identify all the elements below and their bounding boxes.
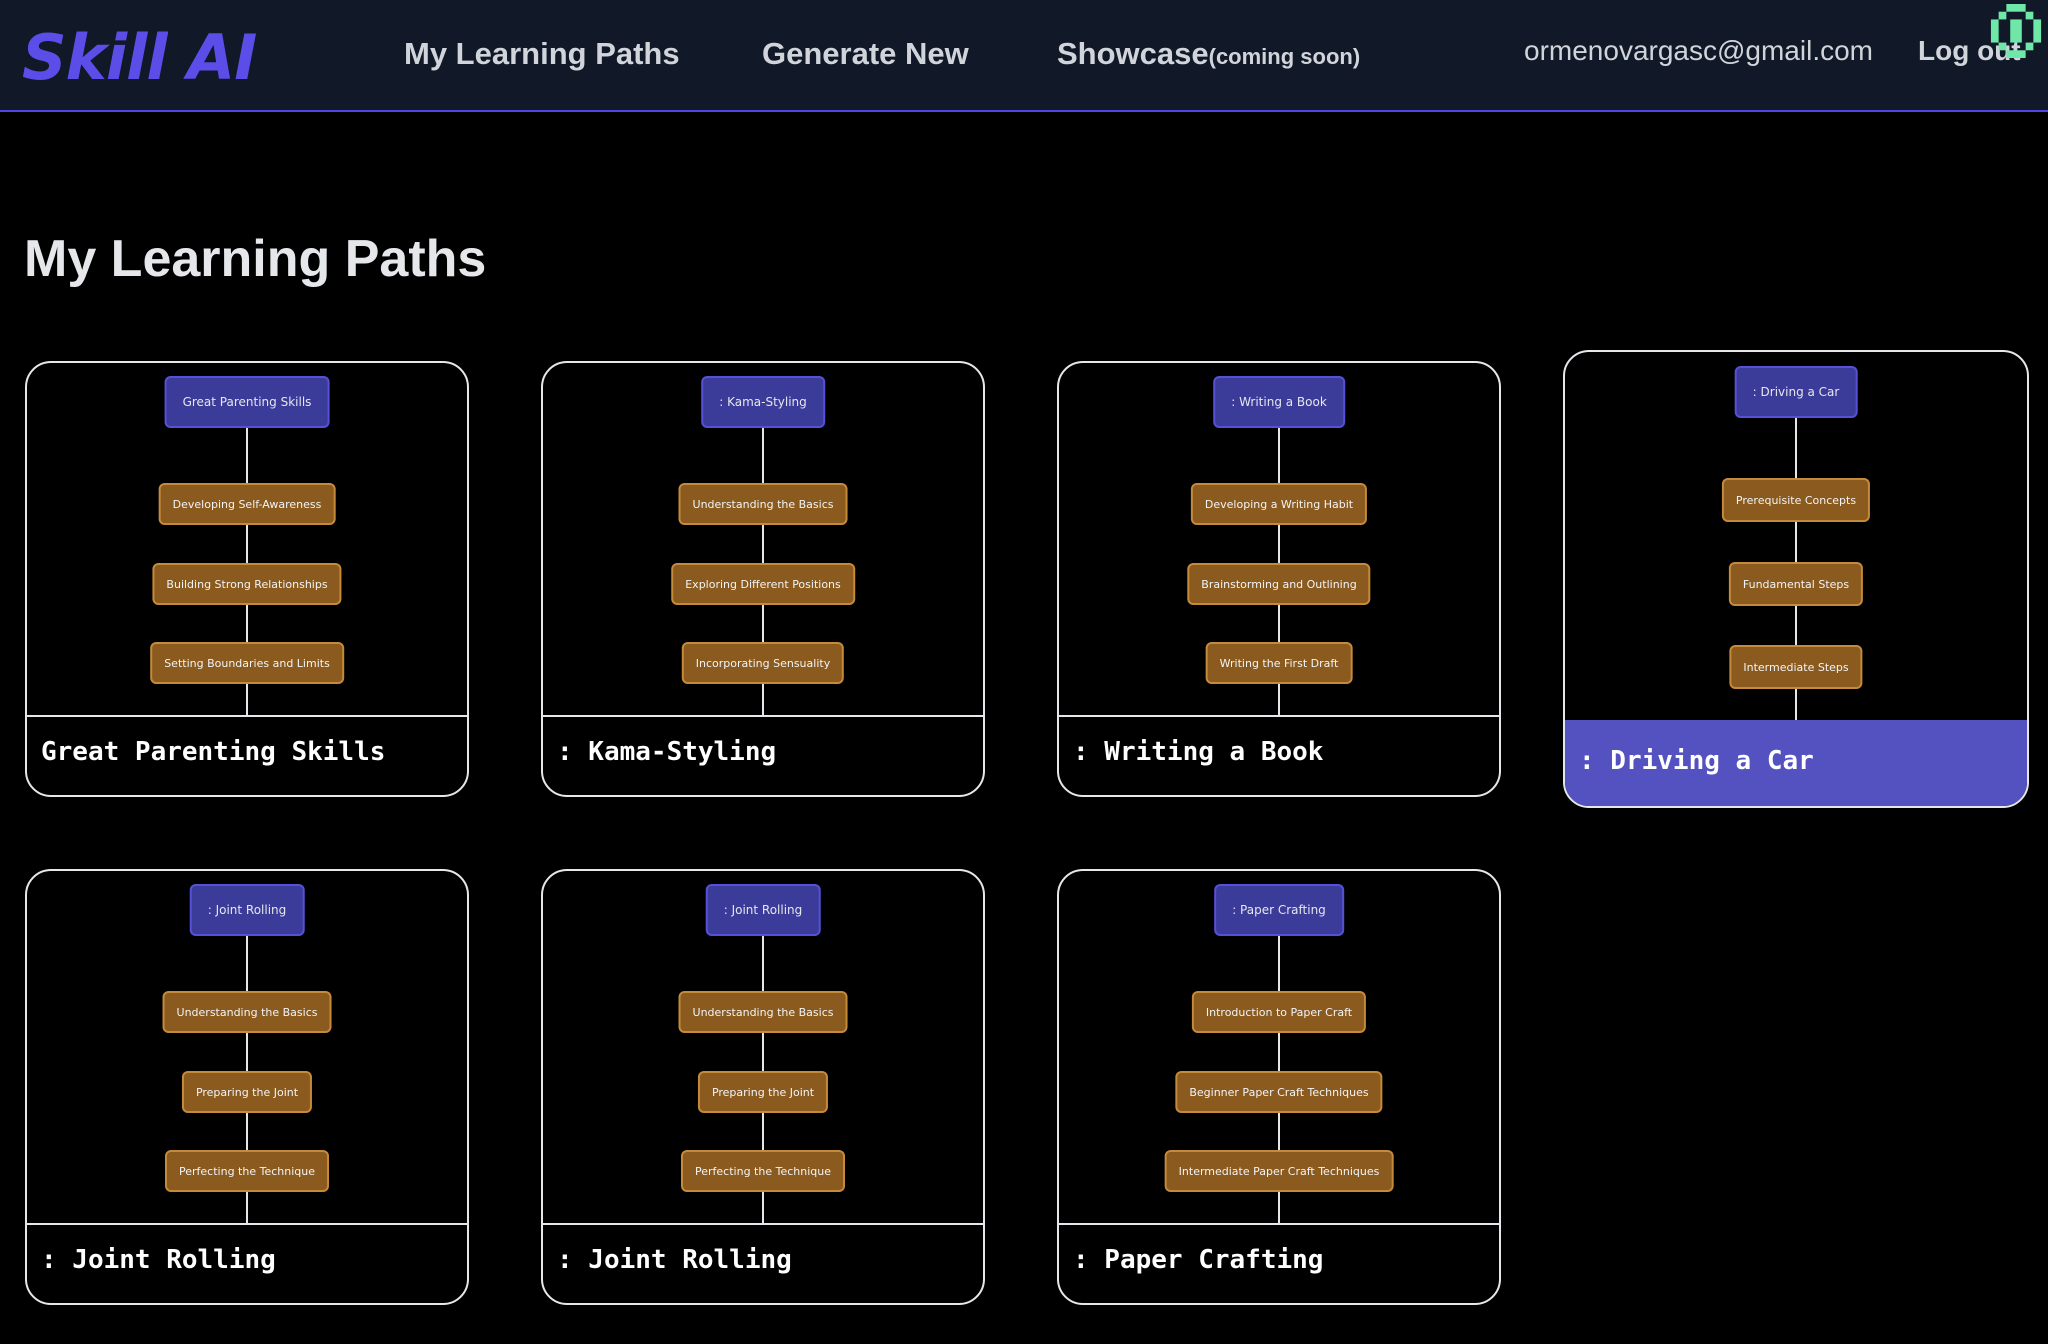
- diagram-step-node: Preparing the Joint: [697, 1071, 829, 1113]
- diagram-root-node: Great Parenting Skills: [164, 376, 330, 428]
- path-diagram: : Kama-Styling Understanding the Basics …: [543, 363, 983, 715]
- card-title: : Joint Rolling: [557, 1245, 792, 1275]
- diagram-step-node: Building Strong Relationships: [152, 563, 342, 605]
- nav-link-generate-new[interactable]: Generate New: [762, 36, 969, 71]
- card-footer: : Kama-Styling: [543, 715, 983, 795]
- logout-button[interactable]: Log out: [1918, 35, 2021, 66]
- nav-link-showcase-suffix: (coming soon): [1208, 44, 1361, 69]
- top-nav-bar: Skill AI My Learning Paths Generate New …: [0, 0, 2048, 112]
- diagram-step-node: Perfecting the Technique: [165, 1150, 329, 1192]
- diagram-step-node: Prerequisite Concepts: [1721, 478, 1871, 522]
- diagram-step-node: Intermediate Steps: [1729, 645, 1863, 689]
- card-footer: Great Parenting Skills: [27, 715, 467, 795]
- diagram-step-node: Understanding the Basics: [678, 483, 848, 525]
- path-diagram: : Writing a Book Developing a Writing Ha…: [1059, 363, 1499, 715]
- card-title: : Joint Rolling: [41, 1245, 276, 1275]
- user-email: ormenovargasc@gmail.com: [1524, 35, 1873, 66]
- learning-path-card[interactable]: : Joint Rolling Understanding the Basics…: [541, 869, 985, 1305]
- learning-path-card[interactable]: : Kama-Styling Understanding the Basics …: [541, 361, 985, 797]
- diagram-root-node: : Joint Rolling: [189, 884, 305, 936]
- app-logo[interactable]: Skill AI: [22, 21, 257, 94]
- diagram-root-node: : Writing a Book: [1213, 376, 1345, 428]
- diagram-step-node: Preparing the Joint: [181, 1071, 313, 1113]
- nav-link-showcase-label: Showcase: [1057, 36, 1209, 71]
- diagram-step-node: Exploring Different Positions: [671, 563, 855, 605]
- card-footer: : Joint Rolling: [543, 1223, 983, 1303]
- path-diagram: : Driving a Car Prerequisite Concepts Fu…: [1565, 352, 2027, 722]
- diagram-step-node: Intermediate Paper Craft Techniques: [1164, 1150, 1394, 1192]
- diagram-step-node: Beginner Paper Craft Techniques: [1175, 1071, 1383, 1113]
- card-footer-highlighted: : Driving a Car: [1565, 720, 2027, 806]
- card-title: : Paper Crafting: [1073, 1245, 1324, 1275]
- learning-path-card-active[interactable]: : Driving a Car Prerequisite Concepts Fu…: [1563, 350, 2029, 808]
- path-diagram: : Joint Rolling Understanding the Basics…: [27, 871, 467, 1223]
- diagram-step-node: Understanding the Basics: [678, 991, 848, 1033]
- card-title: : Driving a Car: [1579, 746, 1814, 776]
- learning-path-card[interactable]: Great Parenting Skills Developing Self-A…: [25, 361, 469, 797]
- card-footer: : Joint Rolling: [27, 1223, 467, 1303]
- diagram-root-node: : Driving a Car: [1734, 366, 1858, 418]
- card-footer: : Writing a Book: [1059, 715, 1499, 795]
- pixel-blob-icon[interactable]: [1990, 4, 2042, 58]
- path-diagram: Great Parenting Skills Developing Self-A…: [27, 363, 467, 715]
- diagram-step-node: Setting Boundaries and Limits: [150, 642, 344, 684]
- learning-path-card[interactable]: : Joint Rolling Understanding the Basics…: [25, 869, 469, 1305]
- diagram-root-node: : Joint Rolling: [705, 884, 821, 936]
- path-diagram: : Paper Crafting Introduction to Paper C…: [1059, 871, 1499, 1223]
- diagram-root-node: : Kama-Styling: [701, 376, 825, 428]
- learning-path-card[interactable]: : Paper Crafting Introduction to Paper C…: [1057, 869, 1501, 1305]
- diagram-step-node: Perfecting the Technique: [681, 1150, 845, 1192]
- diagram-step-node: Brainstorming and Outlining: [1187, 563, 1371, 605]
- diagram-step-node: Understanding the Basics: [162, 991, 332, 1033]
- diagram-step-node: Introduction to Paper Craft: [1191, 991, 1367, 1033]
- diagram-step-node: Fundamental Steps: [1728, 562, 1864, 606]
- diagram-root-node: : Paper Crafting: [1214, 884, 1344, 936]
- card-title: : Writing a Book: [1073, 737, 1324, 767]
- page-title: My Learning Paths: [24, 230, 487, 288]
- card-title: Great Parenting Skills: [41, 737, 386, 767]
- diagram-step-node: Incorporating Sensuality: [681, 642, 845, 684]
- diagram-step-node: Developing a Writing Habit: [1190, 483, 1368, 525]
- diagram-step-node: Writing the First Draft: [1205, 642, 1353, 684]
- card-title: : Kama-Styling: [557, 737, 777, 767]
- learning-path-card[interactable]: : Writing a Book Developing a Writing Ha…: [1057, 361, 1501, 797]
- diagram-step-node: Developing Self-Awareness: [158, 483, 336, 525]
- nav-link-my-learning-paths[interactable]: My Learning Paths: [404, 36, 680, 71]
- nav-link-showcase[interactable]: Showcase(coming soon): [1057, 30, 1360, 81]
- card-footer: : Paper Crafting: [1059, 1223, 1499, 1303]
- path-diagram: : Joint Rolling Understanding the Basics…: [543, 871, 983, 1223]
